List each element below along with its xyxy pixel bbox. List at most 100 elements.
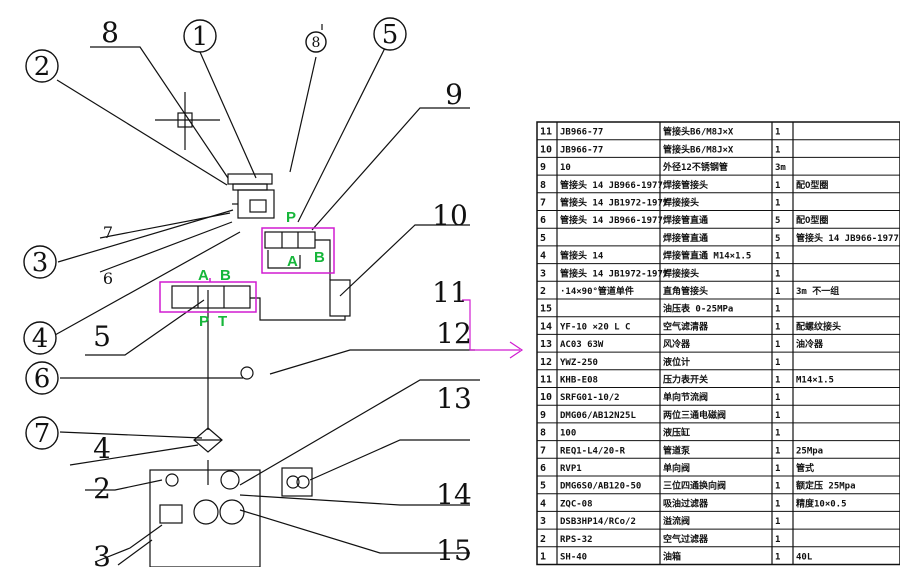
cell-name: 焊接接头 bbox=[663, 267, 699, 279]
cell-no: 10 bbox=[540, 392, 552, 403]
callout-number: 5 bbox=[93, 320, 111, 353]
cell-code: KHB-E08 bbox=[560, 376, 598, 386]
cell-note: 配螺纹接头 bbox=[796, 320, 841, 332]
callout-c6: 6 bbox=[25, 361, 59, 395]
cell-no: 9 bbox=[540, 410, 546, 421]
callout-n3: 3 bbox=[93, 540, 111, 567]
cell-no: 3 bbox=[540, 268, 546, 279]
callout-number: 15 bbox=[436, 534, 472, 567]
callout-number: 8 bbox=[101, 16, 119, 49]
cell-no: 8 bbox=[540, 180, 546, 191]
port-b-upper: B bbox=[314, 249, 325, 266]
cell-code: RVP1 bbox=[560, 464, 582, 474]
leader-lines bbox=[54, 24, 480, 566]
cell-code: DMG06/AB12N25L bbox=[560, 411, 636, 421]
cell-no: 1 bbox=[540, 552, 546, 563]
cell-code: SH-40 bbox=[560, 553, 587, 563]
callout-number: 3 bbox=[32, 248, 49, 278]
cell-code: 管接头 14 JB1972-1977 bbox=[560, 197, 668, 209]
cell-no: 4 bbox=[540, 498, 546, 509]
callout-circle bbox=[25, 361, 59, 395]
cell-code: 管接头 14 JB966-1977 bbox=[560, 214, 663, 226]
callout-c2: 2 bbox=[25, 49, 59, 83]
table-border bbox=[536, 121, 900, 566]
cell-no: 6 bbox=[540, 463, 546, 474]
cell-code: YWZ-250 bbox=[560, 358, 598, 368]
cell-code: 管接头 14 JB966-1977 bbox=[560, 179, 663, 191]
callout-number: 3 bbox=[93, 540, 111, 567]
cell-qty: 1 bbox=[775, 499, 780, 509]
port-p-upper: P bbox=[286, 209, 296, 226]
callout-circle bbox=[23, 321, 57, 355]
cell-qty: 1 bbox=[775, 446, 780, 456]
cell-name: 油箱 bbox=[663, 551, 681, 563]
callout-number: 6 bbox=[103, 269, 113, 288]
cell-no: 4 bbox=[540, 251, 546, 262]
callout-number: 8 bbox=[312, 35, 321, 51]
cell-code: JB966-77 bbox=[560, 128, 603, 138]
cell-name: 油压表 0-25MPa bbox=[663, 303, 733, 315]
cell-code: 10 bbox=[560, 163, 571, 173]
cell-qty: 1 bbox=[775, 322, 780, 332]
cell-name: 液压缸 bbox=[663, 427, 690, 439]
cell-note: 配O型圈 bbox=[796, 214, 828, 226]
callout-circle bbox=[305, 31, 327, 53]
port-a-upper: A bbox=[287, 253, 298, 270]
callout-n14: 14 bbox=[436, 478, 472, 511]
cell-note: 3m 不一组 bbox=[796, 285, 839, 297]
cell-qty: 1 bbox=[775, 181, 780, 191]
cell-no: 2 bbox=[540, 286, 546, 297]
callout-c3: 3 bbox=[23, 245, 57, 279]
cell-qty: 1 bbox=[775, 269, 780, 279]
cell-no: 14 bbox=[540, 321, 552, 332]
cell-no: 7 bbox=[540, 198, 546, 209]
callout-number: 7 bbox=[103, 223, 113, 242]
port-b-left: B bbox=[220, 267, 231, 284]
cell-no: 11 bbox=[540, 375, 552, 386]
cell-note: 额定压 25Mpa bbox=[796, 480, 856, 492]
cell-code: DSB3HP14/RCo/2 bbox=[560, 517, 636, 527]
callout-n10: 10 bbox=[432, 199, 468, 232]
cell-qty: 1 bbox=[775, 305, 780, 315]
cell-qty: 1 bbox=[775, 482, 780, 492]
cell-name: 空气过滤器 bbox=[663, 533, 709, 545]
port-t-left: T bbox=[218, 313, 227, 330]
cell-no: 13 bbox=[540, 339, 552, 350]
cell-name: 两位三通电磁阀 bbox=[663, 409, 726, 421]
callout-n6: 6 bbox=[103, 269, 113, 288]
callout-number: 10 bbox=[432, 199, 468, 232]
continuation-arrow bbox=[462, 299, 524, 359]
callout-number: 2 bbox=[93, 472, 111, 505]
callout-circle bbox=[183, 19, 217, 53]
cell-note: 管接头 14 JB966-1977 bbox=[796, 232, 899, 244]
callout-number: 4 bbox=[93, 432, 111, 465]
cell-qty: 1 bbox=[775, 128, 780, 138]
cell-code: 管接头 14 JB1972-1977 bbox=[560, 267, 668, 279]
cell-name: 风冷器 bbox=[663, 338, 691, 350]
cell-name: 焊接管接头 bbox=[663, 179, 708, 191]
callout-number: 2 bbox=[34, 52, 51, 82]
cell-qty: 1 bbox=[775, 553, 780, 563]
port-p-left: P bbox=[199, 313, 209, 330]
cell-name: 溢流阀 bbox=[663, 515, 690, 527]
cell-no: 6 bbox=[540, 215, 546, 226]
cell-qty: 1 bbox=[775, 145, 780, 155]
port-labels: P A B A B P T bbox=[198, 209, 325, 330]
callout-n11: 11 bbox=[432, 276, 468, 309]
cell-no: 10 bbox=[540, 144, 552, 155]
callout-number: 11 bbox=[432, 276, 468, 309]
